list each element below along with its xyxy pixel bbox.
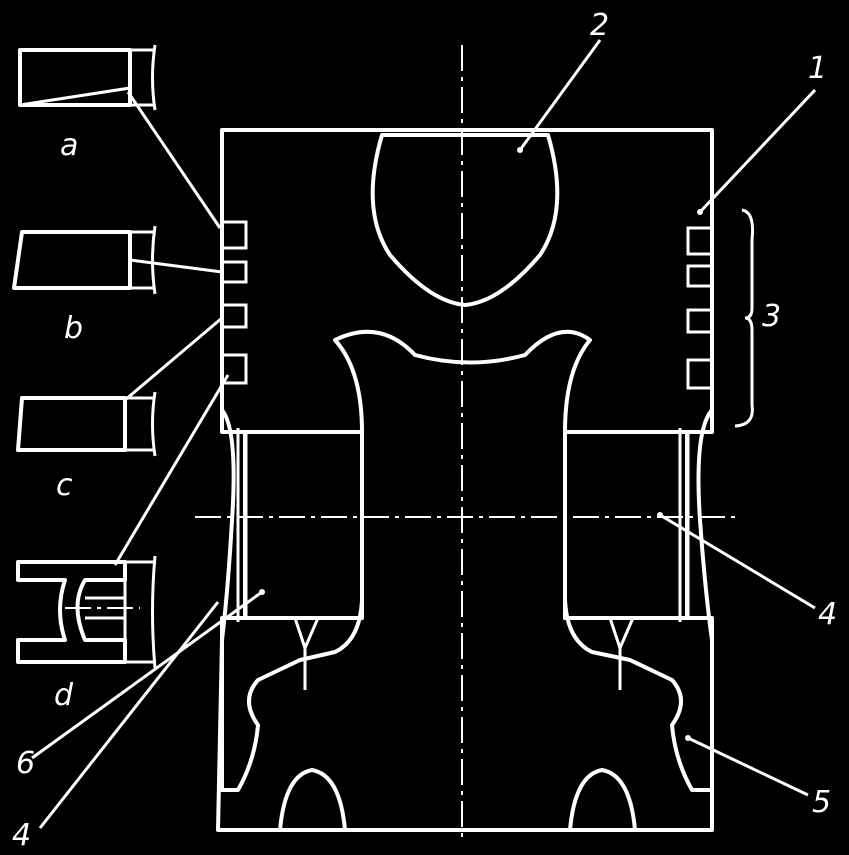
ring-section-b: [12, 225, 157, 295]
circlip-right: [678, 428, 690, 622]
label-3: 3: [762, 299, 781, 334]
circlip-left: [236, 428, 248, 622]
label-6: 6: [16, 746, 35, 781]
label-4-left: 4: [12, 818, 31, 853]
label-d: d: [54, 678, 74, 713]
ring-section-c: [16, 391, 157, 457]
label-2: 2: [590, 8, 609, 43]
label-a: a: [60, 128, 78, 163]
label-c: c: [56, 468, 73, 503]
ring-grooves-right: [686, 226, 714, 390]
label-1: 1: [808, 51, 827, 86]
leader-lines: [31, 39, 817, 829]
label-4-right: 4: [818, 597, 837, 632]
label-b: b: [64, 311, 83, 346]
piston-body: [216, 128, 714, 832]
ring-section-d: [16, 555, 157, 669]
ring-grooves-left: [220, 220, 248, 385]
label-5: 5: [812, 785, 831, 820]
